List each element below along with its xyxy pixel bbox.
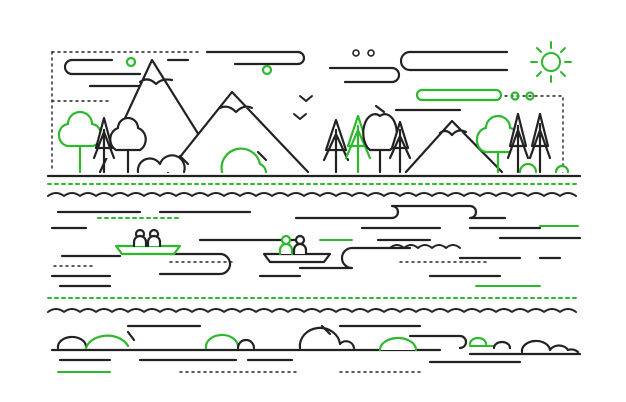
bush-icon <box>56 324 580 354</box>
bush-icon <box>136 104 570 174</box>
boat-icon <box>114 228 182 256</box>
boat-icon <box>262 234 332 264</box>
wave-row <box>47 308 577 313</box>
sky-dots <box>352 49 375 57</box>
water-lines <box>50 204 582 288</box>
water-green-lines <box>47 217 579 299</box>
cloud-icon <box>63 50 509 112</box>
tree-icon <box>57 110 552 174</box>
mountain-icon <box>98 58 504 174</box>
water-dotted-lines <box>53 261 491 267</box>
sun-icon <box>530 41 572 83</box>
shore-lines <box>50 324 582 364</box>
wave-row <box>47 192 577 197</box>
dotted-frame <box>51 51 564 173</box>
sky-green-accents <box>125 56 535 102</box>
bird-icon <box>293 95 313 120</box>
